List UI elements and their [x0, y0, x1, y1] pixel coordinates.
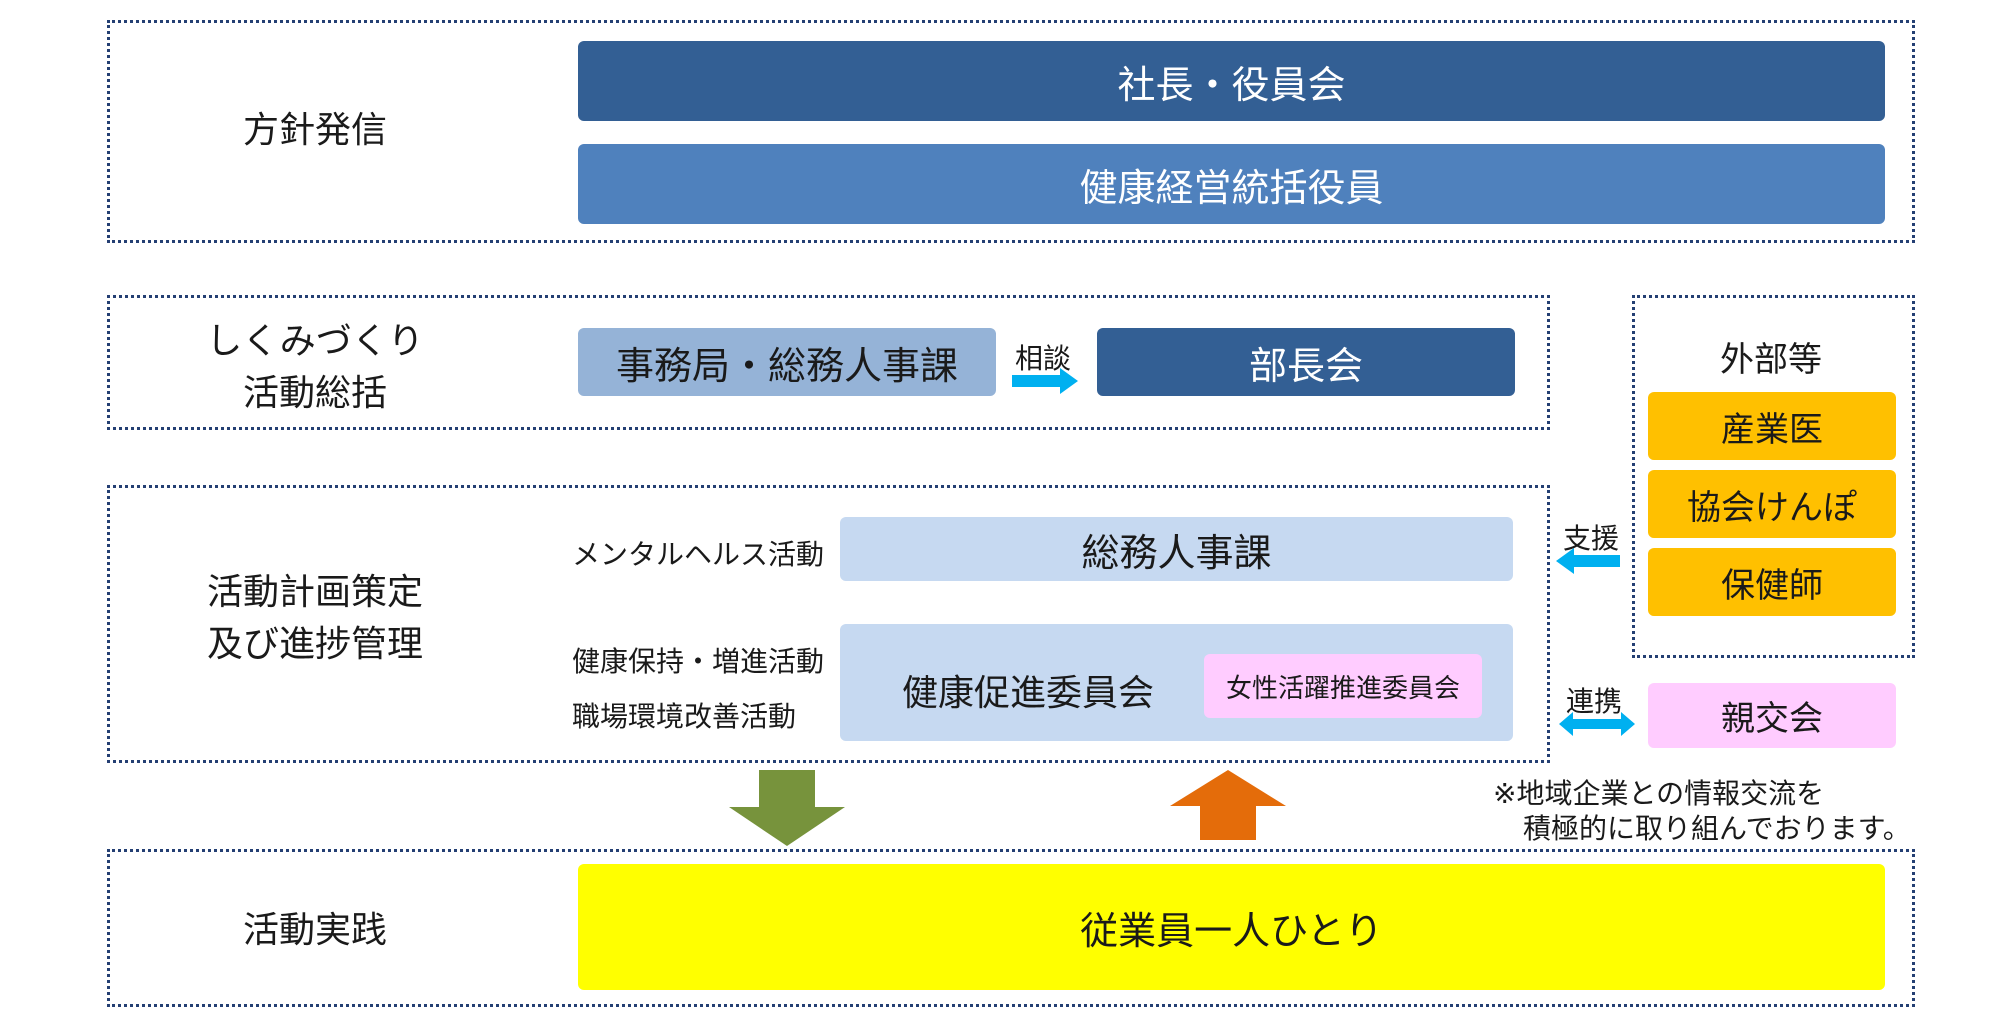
external-item-kyokai-kenpo: 協会けんぽ [1648, 470, 1896, 538]
note-line2: 積極的に取り組んでおります。 [1523, 812, 1911, 845]
policy-frame [107, 20, 1915, 243]
policy-label: 方針発信 [242, 110, 387, 151]
down-arrow-green [729, 770, 845, 846]
mechanism-label-line1: しくみづくり [206, 321, 424, 362]
external-title: 外部等 [1720, 340, 1822, 380]
planning-label-line2: 及び進捗管理 [206, 624, 423, 666]
health-officer-box: 健康経営統括役員 [578, 144, 1885, 224]
workplace-improvement-label: 職場環境改善活動 [572, 700, 797, 733]
president-board-box: 社長・役員会 [578, 41, 1885, 121]
external-item-doctor: 産業医 [1648, 392, 1896, 460]
social-club-box: 親交会 [1648, 683, 1896, 748]
link-arrow [1559, 712, 1635, 736]
external-frame [1632, 295, 1915, 658]
hr-dept-box: 総務人事課 [840, 517, 1513, 581]
employees-box: 従業員一人ひとり [578, 864, 1885, 990]
external-item-nurse: 保健師 [1648, 548, 1896, 616]
up-arrow-orange [1170, 770, 1286, 840]
health-promotion-label: 健康保持・増進活動 [572, 645, 825, 678]
link-label: 連携 [1566, 685, 1623, 718]
note-line1: ※地域企業との情報交流を [1493, 777, 1825, 810]
support-arrow [1556, 548, 1620, 574]
practice-label: 活動実践 [242, 910, 387, 951]
committee-label: 健康促進委員会 [902, 673, 1155, 714]
practice-frame [107, 849, 1915, 1007]
planning-frame [107, 485, 1550, 763]
mechanism-label-line2: 活動総括 [242, 373, 387, 415]
mechanism-frame [107, 295, 1550, 430]
secretariat-box: 事務局・総務人事課 [578, 328, 996, 396]
managers-box: 部長会 [1097, 328, 1515, 396]
mental-health-label: メンタルヘルス活動 [572, 538, 825, 571]
consult-arrow [1012, 368, 1078, 394]
planning-label-line1: 活動計画策定 [206, 572, 423, 613]
mechanism-label: しくみづくり 活動総括 [190, 316, 440, 420]
women-committee-box: 女性活躍推進委員会 [1204, 654, 1482, 718]
planning-label: 活動計画策定 及び進捗管理 [190, 567, 440, 671]
